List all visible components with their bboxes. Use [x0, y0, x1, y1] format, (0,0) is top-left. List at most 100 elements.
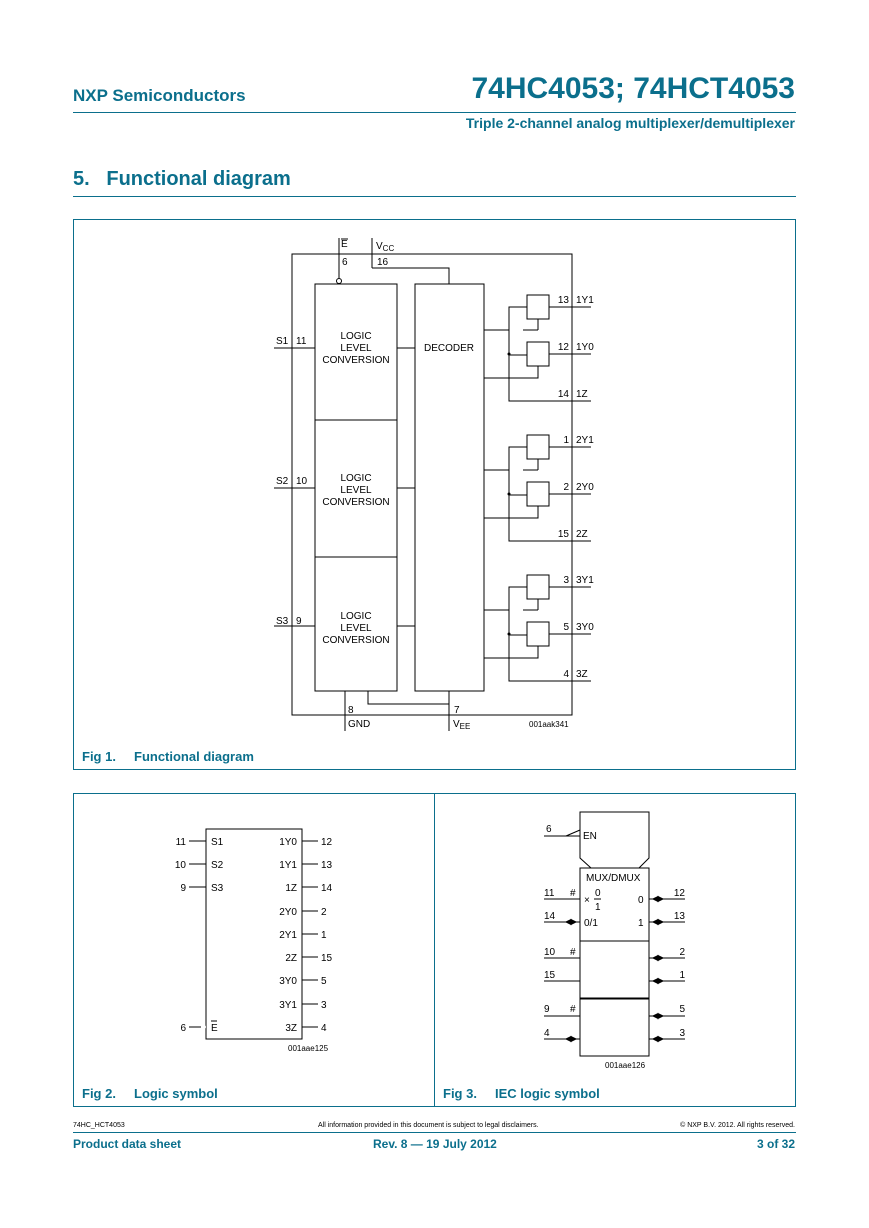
svg-text:LOGIC: LOGIC — [340, 331, 371, 342]
svg-text:CONVERSION: CONVERSION — [322, 355, 389, 366]
fig1-code: 001aak341 — [529, 720, 569, 729]
svg-text:9: 9 — [180, 883, 186, 894]
iec-left-pins: 11 14 10 15 9 4 # # # — [544, 888, 580, 1043]
vcc-num: 16 — [377, 257, 389, 268]
svg-text:2: 2 — [563, 482, 569, 493]
svg-text:3: 3 — [321, 1000, 327, 1011]
svg-text:2Z: 2Z — [576, 529, 588, 540]
input-s1-pin: 11 — [296, 336, 307, 347]
svg-text:3: 3 — [563, 575, 569, 586]
svg-text:1Z: 1Z — [285, 883, 297, 894]
svg-text:2Y1: 2Y1 — [279, 930, 297, 941]
logic-symbol-right-pins: 1Y0 12 1Y1 13 1Z 14 2Y0 2 2Y1 1 2Z 15 3Y… — [279, 837, 332, 1034]
svg-text:2Y0: 2Y0 — [279, 907, 297, 918]
header-rule — [73, 112, 796, 113]
svg-text:3Y1: 3Y1 — [279, 1000, 297, 1011]
svg-text:13: 13 — [558, 295, 570, 306]
vee-label: VEE — [453, 719, 470, 731]
svg-text:2Y1: 2Y1 — [576, 435, 594, 446]
svg-text:1Y1: 1Y1 — [576, 295, 594, 306]
svg-text:2Z: 2Z — [285, 953, 297, 964]
svg-text:4: 4 — [563, 669, 569, 680]
svg-text:1Z: 1Z — [576, 389, 588, 400]
outer-box — [291, 253, 573, 716]
svg-text:#: # — [570, 947, 576, 958]
input-s1-name: S1 — [276, 336, 289, 347]
footer-doc-type: Product data sheet — [73, 1137, 182, 1151]
svg-text:12: 12 — [321, 837, 333, 848]
fig2-caption: Fig 2.Logic symbol — [82, 1086, 218, 1101]
switch-group-1 — [484, 294, 591, 402]
svg-text:1: 1 — [679, 970, 685, 981]
svg-text:13: 13 — [321, 860, 333, 871]
svg-text:1: 1 — [321, 930, 327, 941]
svg-text:11: 11 — [544, 888, 555, 899]
svg-text:S2: S2 — [211, 860, 224, 871]
input-s3-pin: 9 — [296, 616, 302, 627]
svg-text:13: 13 — [674, 911, 686, 922]
svg-text:12: 12 — [558, 342, 570, 353]
vcc-label: VCC — [376, 241, 394, 253]
svg-text:1: 1 — [563, 435, 569, 446]
footer-rule — [73, 1132, 796, 1133]
svg-text:LEVEL: LEVEL — [340, 623, 372, 634]
iec-mux-label: MUX/DMUX — [586, 873, 641, 884]
llc-block-3 — [314, 556, 398, 692]
part-number: 74HC4053; 74HCT4053 — [471, 72, 795, 105]
svg-text:14: 14 — [544, 911, 556, 922]
iec-times: × — [584, 895, 590, 906]
svg-text:S1: S1 — [211, 837, 224, 848]
iec-frac-top: 0 — [595, 888, 601, 899]
output-labels: 13 1Y1 12 1Y0 14 1Z 1 2Y1 2 2Y0 15 2Z 3 … — [558, 295, 594, 680]
svg-text:#: # — [570, 1004, 576, 1015]
svg-text:CONVERSION: CONVERSION — [322, 497, 389, 508]
fig2-code: 001aae125 — [288, 1044, 329, 1053]
llc-text-3: LOGIC LEVEL CONVERSION — [322, 611, 389, 646]
svg-text:1Y0: 1Y0 — [576, 342, 594, 353]
svg-text:2: 2 — [321, 907, 327, 918]
iec-zero-one: 0/1 — [584, 918, 598, 929]
footer-revision: Rev. 8 — 19 July 2012 — [373, 1137, 497, 1151]
svg-text:14: 14 — [321, 883, 333, 894]
footer-copyright: © NXP B.V. 2012. All rights reserved. — [680, 1122, 795, 1129]
fig3-code: 001aae126 — [605, 1061, 646, 1070]
logic-symbol-left-pins: 11 S1 10 S2 9 S3 — [175, 837, 224, 894]
fig1-frame — [73, 219, 796, 770]
vee-num: 7 — [454, 705, 460, 716]
svg-text:15: 15 — [558, 529, 570, 540]
iec-out1: 1 — [638, 918, 644, 929]
svg-text:E: E — [211, 1023, 218, 1034]
svg-text:1Y1: 1Y1 — [279, 860, 297, 871]
svg-text:2Y0: 2Y0 — [576, 482, 594, 493]
footer-legal: All information provided in this documen… — [318, 1122, 539, 1129]
svg-text:10: 10 — [544, 947, 556, 958]
iec-frac-bot: 1 — [595, 902, 601, 913]
svg-text:1Y0: 1Y0 — [279, 837, 297, 848]
svg-text:4: 4 — [321, 1023, 327, 1034]
iec-mux-block — [579, 867, 650, 1057]
svg-text:CONVERSION: CONVERSION — [322, 635, 389, 646]
switch-group-2 — [484, 434, 591, 542]
svg-text:5: 5 — [321, 976, 327, 987]
svg-text:S3: S3 — [211, 883, 224, 894]
svg-text:14: 14 — [558, 389, 570, 400]
svg-text:3Y0: 3Y0 — [279, 976, 297, 987]
svg-text:11: 11 — [176, 837, 187, 848]
svg-text:4: 4 — [544, 1028, 550, 1039]
footer-page: 3 of 32 — [756, 1137, 795, 1151]
svg-text:3Z: 3Z — [576, 669, 588, 680]
svg-text:2: 2 — [679, 947, 685, 958]
section-rule — [73, 196, 796, 197]
svg-text:3Y0: 3Y0 — [576, 622, 594, 633]
svg-text:15: 15 — [321, 953, 333, 964]
svg-text:5: 5 — [563, 622, 569, 633]
svg-text:LOGIC: LOGIC — [340, 473, 371, 484]
svg-text:LOGIC: LOGIC — [340, 611, 371, 622]
decoder-label: DECODER — [424, 343, 474, 354]
logic-symbol-enable: 6 E — [180, 1020, 218, 1034]
svg-text:#: # — [570, 888, 576, 899]
svg-text:6: 6 — [180, 1023, 186, 1034]
